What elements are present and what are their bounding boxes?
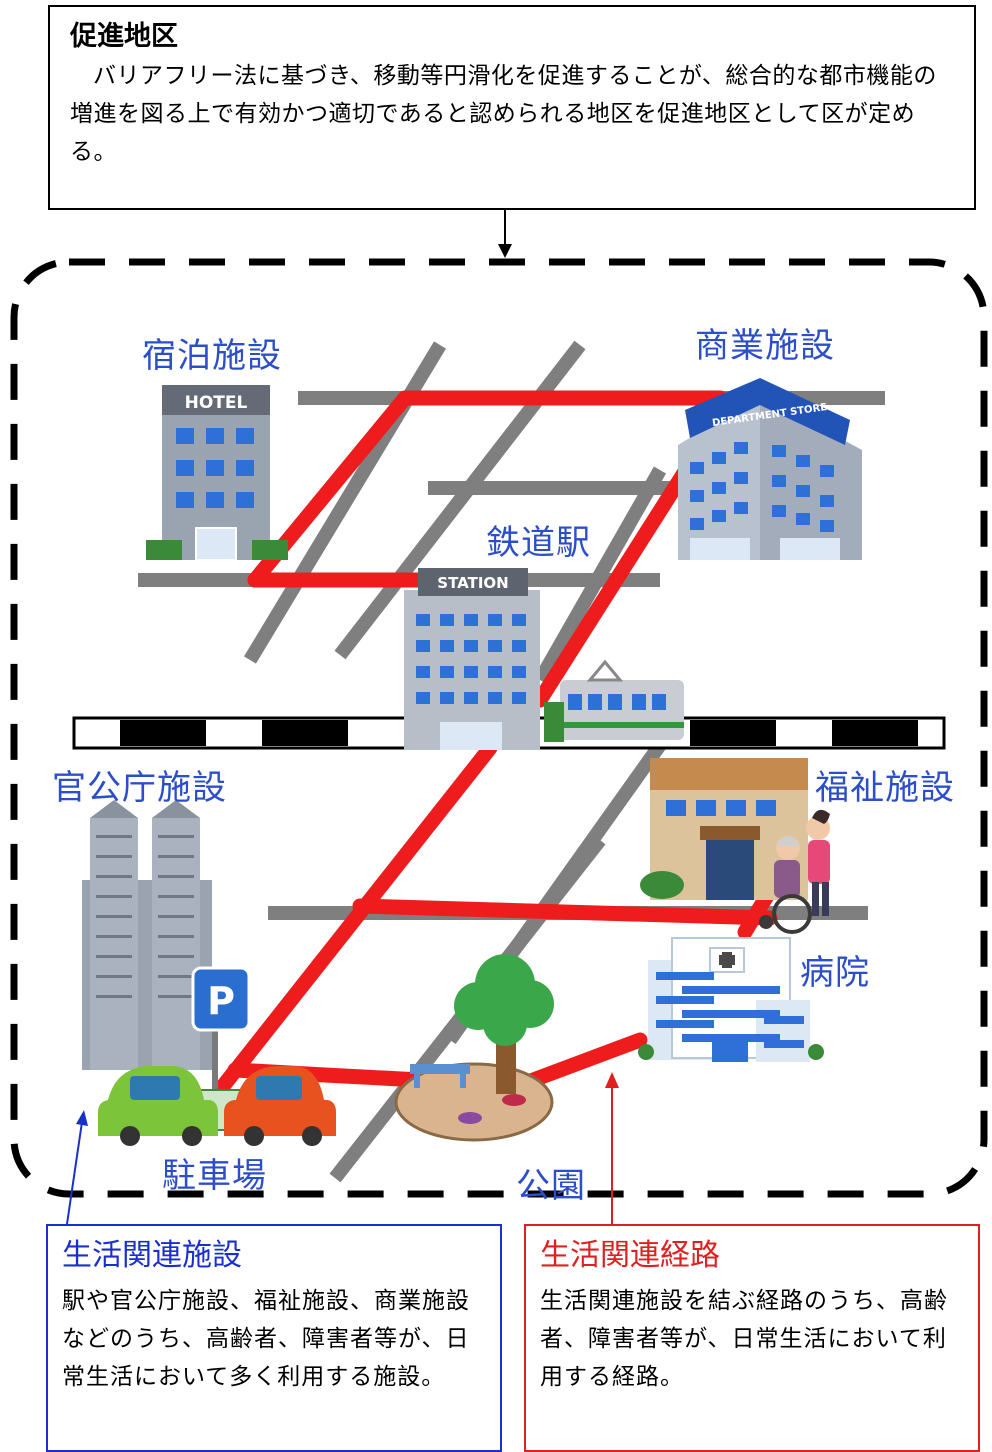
parking-cars [98, 1066, 336, 1146]
district-title: 促進地区 [70, 21, 178, 52]
district-description: バリアフリー法に基づき、移動等円滑化を促進することが、総合的な都市機能の増進を図… [70, 63, 937, 165]
parking-sign: P [191, 966, 251, 1092]
living-facilities-title: 生活関連施設 [62, 1238, 242, 1273]
district-arrow [498, 210, 512, 258]
facilities-pointer-arrow [66, 1110, 88, 1225]
park [394, 954, 554, 1142]
label-park: 公園 [516, 1166, 586, 1206]
label-commercial: 商業施設 [695, 326, 835, 366]
routes-pointer-arrow [605, 1072, 619, 1224]
label-station: 鉄道駅 [486, 523, 591, 563]
living-facilities-box: 生活関連施設 駅や官公庁施設、福祉施設、商業施設などのうち、高齢者、障害者等が、… [46, 1224, 502, 1452]
label-welfare: 福祉施設 [815, 768, 955, 808]
living-routes-description: 生活関連施設を結ぶ経路のうち、高齢者、障害者等が、日常生活において利用する経路。 [540, 1288, 948, 1390]
hospital-building [638, 937, 824, 1062]
station-sign: STATION [437, 574, 508, 592]
label-parking: 駐車場 [162, 1156, 267, 1196]
living-facilities-description: 駅や官公庁施設、福祉施設、商業施設などのうち、高齢者、障害者等が、日常生活におい… [62, 1288, 470, 1390]
parking-sign-letter: P [207, 979, 235, 1023]
station-building: STATION [404, 568, 540, 750]
label-government: 官公庁施設 [52, 768, 227, 808]
district-definition-box: 促進地区 バリアフリー法に基づき、移動等円滑化を促進することが、総合的な都市機能… [48, 5, 976, 210]
government-building [82, 800, 212, 1070]
district-boundary [10, 258, 988, 1198]
train [544, 659, 684, 742]
living-routes-title: 生活関連経路 [540, 1238, 720, 1273]
department-store-building: DEPARTMENT STORE [678, 378, 862, 560]
hotel-sign: HOTEL [185, 393, 248, 413]
wheelchair-user-and-caregiver [759, 809, 830, 934]
living-routes-box: 生活関連経路 生活関連施設を結ぶ経路のうち、高齢者、障害者等が、日常生活において… [524, 1224, 980, 1452]
hotel-building: HOTEL [146, 385, 288, 561]
label-hospital: 病院 [800, 953, 870, 993]
label-lodging: 宿泊施設 [142, 336, 282, 376]
